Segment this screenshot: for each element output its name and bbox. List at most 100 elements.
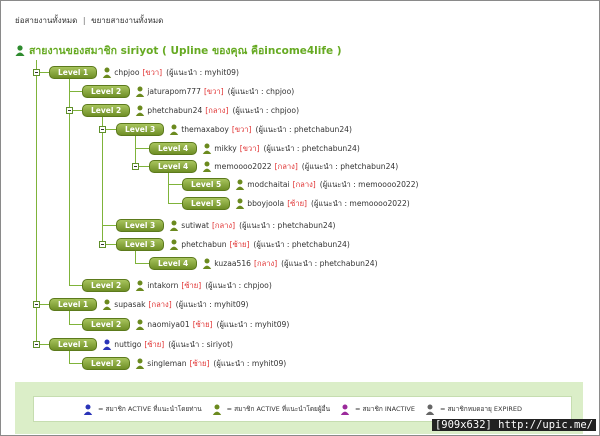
level-badge[interactable]: Level 3 [116,238,165,251]
member-name[interactable]: kuzaa516 [214,259,252,268]
member-name[interactable]: supasak [114,300,146,309]
tree-node: Level 2 jaturapom777[ขวา](ผู้แนะนำ : chpj… [82,85,294,98]
referrer-label: (ผู้แนะนำ : memoooo2022) [319,179,419,189]
tree-connector [102,129,116,130]
page-title: สายงานของสมาชิก siriyot ( Upline ของคุณ … [15,42,342,59]
level-badge[interactable]: Level 1 [49,298,98,311]
tree-connector [135,166,149,167]
member-name[interactable]: jaturapom777 [147,87,201,96]
level-badge[interactable]: Level 3 [116,123,165,136]
level-badge[interactable]: Level 2 [82,357,131,370]
tree-connector [102,110,103,244]
tree-node: Level 1 chpjoo[ขวา](ผู้แนะนำ : myhit09) [49,66,239,79]
tree-connector [168,184,182,185]
member-name[interactable]: bboyjoola [247,199,285,208]
collapse-toggle[interactable] [33,341,40,348]
tree-connector [36,60,37,344]
position-label: [ซ้าย] [181,280,202,290]
legend: = สมาชิก ACTIVE ที่แนะนำโดยท่าน = สมาชิก … [33,396,572,422]
referrer-label: (ผู้แนะนำ : memoooo2022) [311,198,410,208]
position-label: [ซ้าย] [192,319,213,329]
legend-item: = สมาชิก ACTIVE ที่แนะนำโดยผู้อื่น [212,404,330,415]
member-name[interactable]: phetchabun [181,240,227,249]
member-name[interactable]: themaxaboy [181,125,229,134]
level-badge[interactable]: Level 1 [49,66,98,79]
member-name[interactable]: memoooo2022 [214,162,272,171]
member-name[interactable]: sutiwat [181,221,209,230]
expand-all-link[interactable]: ขยายสายงานทั้งหมด [91,16,164,25]
level-badge[interactable]: Level 2 [82,104,131,117]
member-active-other-icon [136,358,145,369]
level-badge[interactable]: Level 2 [82,85,131,98]
referrer-label: (ผู้แนะนำ : myhit09) [213,358,287,368]
position-label: [กลาง] [274,161,298,171]
referrer-label: (ผู้แนะนำ : myhit09) [166,67,239,77]
position-label: [ซ้าย] [229,239,250,249]
member-inactive-icon [340,404,350,415]
referrer-label: (ผู้แนะนำ : myhit09) [175,299,249,309]
collapse-toggle[interactable] [33,301,40,308]
legend-item: = สมาชิกหมดอายุ EXPIRED [425,404,522,415]
collapse-all-link[interactable]: ย่อสายงานทั้งหมด [15,16,78,25]
tree-connector [102,225,116,226]
referrer-label: (ผู้แนะนำ : phetchabun24) [263,143,360,153]
member-active-other-icon [136,319,145,330]
member-active-other-icon [103,299,112,310]
member-name[interactable]: phetchabun24 [147,106,203,115]
member-active-other-icon [103,67,112,78]
tree-connector [135,129,136,166]
tree-node: Level 3 phetchabun[ซ้าย](ผู้แนะนำ : phetc… [116,238,350,251]
member-active-other-icon [136,105,145,116]
collapse-toggle[interactable] [99,126,106,133]
member-name[interactable]: modchaitai [247,180,290,189]
position-label: [ขวา] [203,86,224,96]
member-name[interactable]: singleman [147,359,187,368]
tree-connector [69,363,82,364]
tree-connector [69,72,70,285]
referrer-label: (ผู้แนะนำ : chpjoo) [227,86,295,96]
referrer-label: (ผู้แนะนำ : phetchabun24) [281,258,378,268]
referrer-label: (ผู้แนะนำ : phetchabun24) [253,239,350,249]
collapse-toggle[interactable] [132,163,139,170]
member-active-other-icon [203,161,212,172]
legend-item: = สมาชิก ACTIVE ที่แนะนำโดยท่าน [83,404,202,415]
referrer-label: (ผู้แนะนำ : chpjoo) [232,105,300,115]
member-active-other-icon [203,258,212,269]
tree-node: Level 3 sutiwat[กลาง](ผู้แนะนำ : phetchab… [116,219,336,232]
member-name[interactable]: chpjoo [114,68,140,77]
tree-connector [69,344,70,363]
level-badge[interactable]: Level 3 [116,219,165,232]
level-badge[interactable]: Level 5 [182,178,231,191]
tree-connector [69,110,82,111]
collapse-toggle[interactable] [99,241,106,248]
member-name[interactable]: intakorn [147,281,179,290]
tree-connector [135,148,149,149]
referrer-label: (ผู้แนะนำ : phetchabun24) [239,220,336,230]
member-name[interactable]: mikky [214,144,237,153]
member-active-other-icon [136,280,145,291]
level-badge[interactable]: Level 2 [82,318,131,331]
level-badge[interactable]: Level 1 [49,338,98,351]
legend-label: = สมาชิก ACTIVE ที่แนะนำโดยท่าน [98,405,202,413]
tree-connector [36,304,49,305]
member-name[interactable]: naomiya01 [147,320,190,329]
level-badge[interactable]: Level 4 [149,257,198,270]
member-expired-icon [425,404,435,415]
level-badge[interactable]: Level 5 [182,197,231,210]
member-active-other-icon [212,404,221,415]
position-label: [ขวา] [231,124,252,134]
level-badge[interactable]: Level 2 [82,279,131,292]
level-badge[interactable]: Level 4 [149,142,198,155]
member-name[interactable]: nuttigo [114,340,142,349]
member-active-other-icon [203,143,212,154]
level-badge[interactable]: Level 4 [149,160,198,173]
collapse-toggle[interactable] [66,107,73,114]
collapse-toggle[interactable] [33,69,40,76]
position-label: [ขวา] [142,67,163,77]
position-label: [กลาง] [211,220,236,230]
